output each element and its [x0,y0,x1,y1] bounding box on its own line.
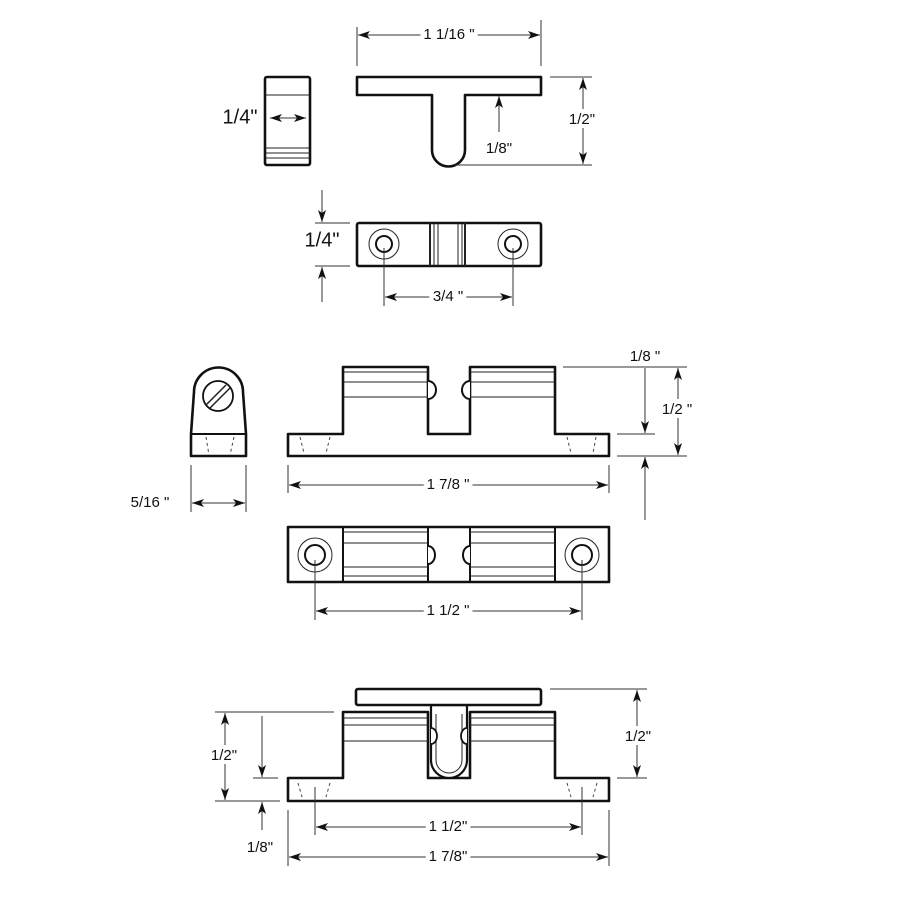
slotted-screw-icon [202,380,234,412]
strike-width-label: 1 1/16 " [423,26,474,43]
assembly-strike-height-label: 1/2" [625,728,651,745]
catch-height-label: 1/2 " [662,401,692,418]
strike-side-view: 1 1/16 " 1/2" 1/8" [355,20,599,168]
catch-top-view: 1 1/2 " [286,525,611,623]
ball-icon [427,380,437,400]
strike-end-thickness-label: 1/4" [223,106,258,128]
catch-base-label: 1/8 " [630,348,660,365]
assembly-base-label: 1/8" [247,839,273,856]
ball-icon [461,380,471,400]
strike-end-view: 1/4" [219,75,312,167]
catch-hole-spacing-label: 1 1/2 " [427,602,470,619]
strike-top-view: 1/4" 3/4 " [301,190,543,309]
catch-length-label: 1 7/8 " [427,476,470,493]
ball-icon [430,727,438,745]
strike-height-label: 1/2" [569,111,595,128]
assembly-hole-spacing-label: 1 1/2" [429,818,468,835]
strike-hole-spacing-label: 3/4 " [433,288,463,305]
assembly-length-label: 1 7/8" [429,848,468,865]
catch-end-width-label: 5/16 " [131,494,170,511]
assembly-catch-height-label: 1/2" [211,747,237,764]
catch-side-view: 1 7/8 " 1/8 " 1/2 " [286,346,696,520]
strike-top-thickness-label: 1/4" [305,229,340,251]
strike-stem-label: 1/8" [486,140,512,157]
catch-end-view: 5/16 " [127,366,248,515]
ball-icon [462,545,471,565]
ball-icon [427,545,436,565]
ball-icon [460,727,468,745]
assembly-view: 1/2" 1/8" 1/2" 1 1/2" 1 7/8" [207,687,655,869]
